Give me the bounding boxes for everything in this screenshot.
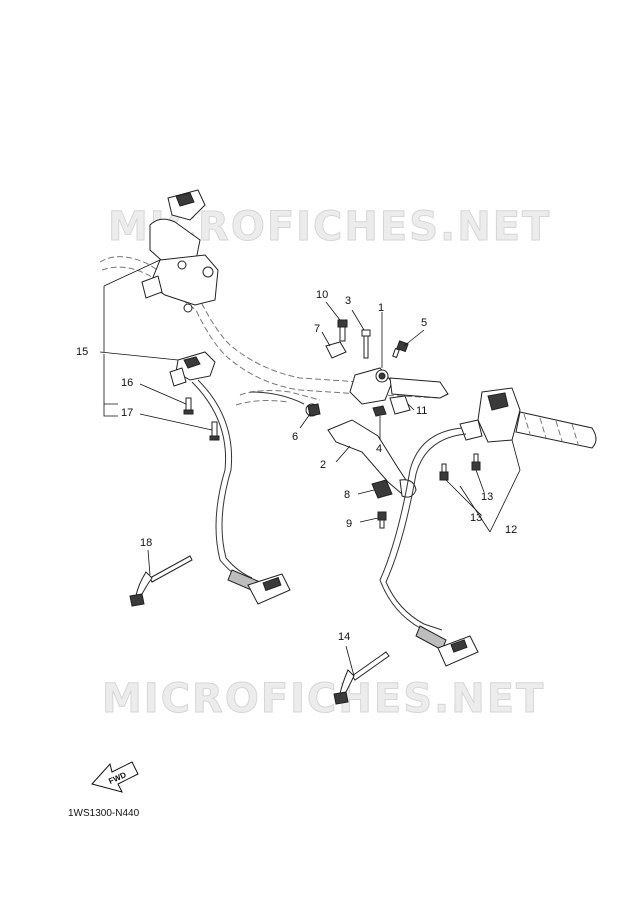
callout-15: 15	[76, 346, 88, 358]
callout-3: 3	[345, 295, 351, 307]
callout-7: 7	[314, 323, 320, 335]
part-16-screw	[183, 397, 194, 415]
lever-part-2	[327, 419, 417, 498]
handlebar-outline	[99, 256, 441, 406]
callout-11: 11	[416, 405, 427, 417]
part-17-screw	[209, 421, 220, 441]
right-grip	[515, 411, 597, 449]
diagram-id: 1WS1300-N440	[68, 808, 140, 819]
callout-14: 14	[338, 631, 350, 643]
screws-part-13	[439, 453, 481, 481]
nut-part-4	[372, 405, 387, 417]
callout-6: 6	[292, 431, 298, 443]
screw-part-5	[392, 340, 409, 359]
screw-part-9	[377, 511, 387, 529]
callout-8: 8	[344, 489, 350, 501]
callout-5: 5	[421, 317, 427, 329]
right-switch-part-12	[459, 387, 521, 443]
callout-1: 1	[378, 302, 384, 314]
callout-17: 17	[121, 407, 133, 419]
part-15-bracket	[169, 351, 216, 387]
leader-lines	[99, 259, 521, 677]
bolt-part-10	[337, 319, 348, 342]
right-switch-cable	[379, 427, 479, 667]
callout-9: 9	[346, 518, 352, 530]
cable-end-part-6	[249, 391, 321, 417]
lever-holder-part-1	[349, 367, 449, 405]
callout-12: 12	[505, 524, 517, 536]
collar-part-11	[389, 395, 411, 415]
callout-13b: 13	[481, 491, 493, 503]
left-switch-assembly	[141, 189, 219, 313]
watermark-bottom: MICROFICHES.NET	[102, 676, 545, 722]
cable-tie-part-14	[333, 651, 390, 705]
callout-16: 16	[121, 377, 133, 389]
callout-10: 10	[316, 289, 328, 301]
left-switch-cable	[191, 379, 291, 605]
callout-18: 18	[140, 537, 152, 549]
holder-part-7	[325, 341, 347, 359]
cable-tie-part-18	[129, 555, 193, 607]
callout-labels: 1 2 3 4 5 6 7 8 9 10 11 12 13 13 14 15 1…	[76, 289, 517, 643]
fwd-arrow-icon: FWD	[91, 761, 139, 793]
callout-13a: 13	[470, 512, 482, 524]
callout-4: 4	[376, 443, 382, 455]
bracket-part-8	[371, 479, 393, 499]
bolt-part-3	[361, 329, 371, 359]
callout-2: 2	[320, 459, 326, 471]
